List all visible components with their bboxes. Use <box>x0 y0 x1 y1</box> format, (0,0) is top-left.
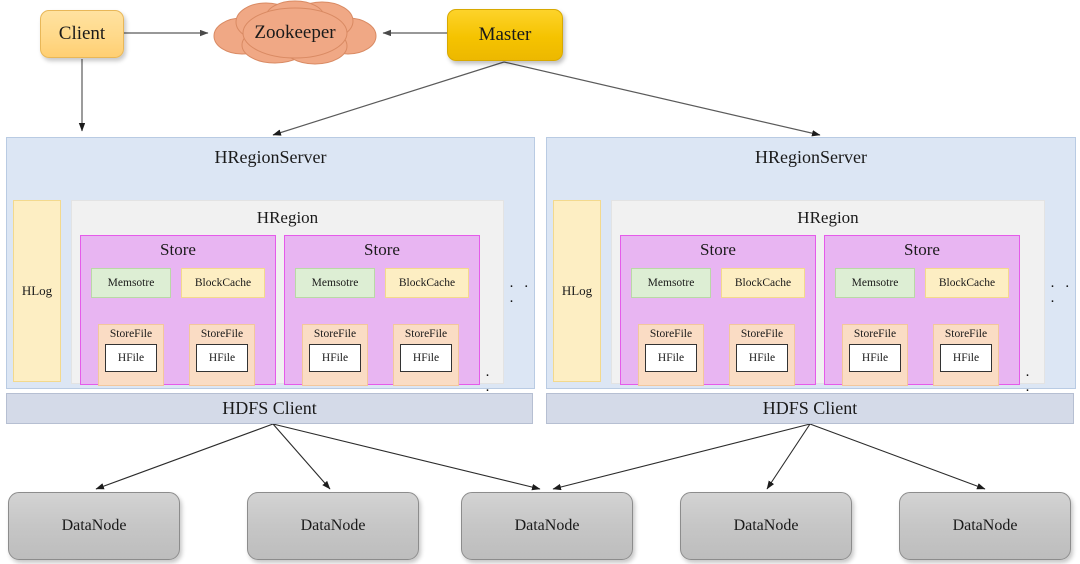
store-1-storefile-1[interactable]: StoreFile HFile <box>98 324 164 386</box>
zookeeper-node[interactable]: Zookeeper <box>200 0 390 66</box>
store-1-blockcache[interactable]: BlockCache <box>181 268 265 298</box>
wire-hdfs1-to-datanode-3 <box>272 423 541 491</box>
wire-hdfs2-to-datanode-4 <box>766 423 811 490</box>
blockcache-label: BlockCache <box>938 277 996 289</box>
wire-hdfs2-to-datanode-5 <box>809 423 986 490</box>
store-1-storefile-2[interactable]: StoreFile HFile <box>189 324 255 386</box>
store-3-memstore[interactable]: Memsotre <box>631 268 711 298</box>
region-server-2[interactable]: HRegionServer HLog HRegion Store Memsotr… <box>546 137 1076 414</box>
wire-hdfs1-to-datanode-1 <box>95 423 274 490</box>
hfile-label: HFile <box>861 352 889 364</box>
cloud-shape-icon <box>213 0 377 65</box>
hfile-label: HFile <box>208 352 236 364</box>
store-4-title: Store <box>904 240 940 259</box>
blockcache-label: BlockCache <box>734 277 792 289</box>
blockcache-label: BlockCache <box>194 277 252 289</box>
region-server-1-title: HRegionServer <box>214 147 327 167</box>
hregion-title: HRegion <box>797 208 859 227</box>
store-3-storefile-1[interactable]: StoreFile HFile <box>638 324 704 386</box>
region-server-1-hlog[interactable]: HLog <box>13 200 61 382</box>
wire-hdfs2-to-datanode-3 <box>552 423 811 491</box>
storefile-label: StoreFile <box>649 328 693 340</box>
region-server-1[interactable]: HRegionServer HLog HRegion Store Memsotr… <box>6 137 535 414</box>
zookeeper-label: Zookeeper <box>254 22 336 43</box>
store-4-storefile-1[interactable]: StoreFile HFile <box>842 324 908 386</box>
memstore-label: Memsotre <box>851 277 899 289</box>
datanode-3[interactable]: DataNode <box>461 492 633 560</box>
wire-master-to-regionserver-1 <box>272 61 505 136</box>
wire-master-to-regionserver-2 <box>503 61 821 137</box>
storefile-label: StoreFile <box>313 328 357 340</box>
hfile-label: HFile <box>748 352 776 364</box>
datanode-label: DataNode <box>300 517 366 534</box>
store-3-hfile-2[interactable]: HFile <box>736 344 788 372</box>
store-3[interactable]: Store Memsotre BlockCache StoreFile HFil… <box>620 235 816 386</box>
hlog-label: HLog <box>21 283 53 298</box>
store-3-hfile-1[interactable]: HFile <box>645 344 697 372</box>
hdfs-client-2-label: HDFS Client <box>762 398 858 418</box>
memstore-label: Memsotre <box>107 277 155 289</box>
store-2[interactable]: Store Memsotre BlockCache StoreFile HFil… <box>284 235 480 386</box>
datanode-2[interactable]: DataNode <box>247 492 419 560</box>
hfile-label: HFile <box>657 352 685 364</box>
store-2-blockcache[interactable]: BlockCache <box>385 268 469 298</box>
store-2-title: Store <box>364 240 400 259</box>
datanode-5[interactable]: DataNode <box>899 492 1071 560</box>
datanode-4[interactable]: DataNode <box>680 492 852 560</box>
store-2-hfile-1[interactable]: HFile <box>309 344 361 372</box>
hfile-label: HFile <box>117 352 145 364</box>
master-node[interactable]: Master <box>447 9 563 61</box>
master-label: Master <box>478 24 532 45</box>
datanode-label: DataNode <box>514 517 580 534</box>
hregion-title: HRegion <box>256 208 319 227</box>
region-server-1-hregion[interactable]: HRegion Store Memsotre BlockCache StoreF… <box>71 200 504 414</box>
hdfs-client-1[interactable]: HDFS Client <box>6 393 533 424</box>
store-3-title: Store <box>700 240 736 259</box>
more-regions-ellipsis-1: · · · <box>509 279 532 310</box>
store-4-memstore[interactable]: Memsotre <box>835 268 915 298</box>
storefile-label: StoreFile <box>404 328 448 340</box>
hdfs-client-2[interactable]: HDFS Client <box>546 393 1074 424</box>
hlog-label: HLog <box>561 283 593 298</box>
store-4-hfile-2[interactable]: HFile <box>940 344 992 372</box>
memstore-label: Memsotre <box>311 277 359 289</box>
storefile-label: StoreFile <box>740 328 784 340</box>
store-1-hfile-2[interactable]: HFile <box>196 344 248 372</box>
store-2-storefile-2[interactable]: StoreFile HFile <box>393 324 459 386</box>
store-4-storefile-2[interactable]: StoreFile HFile <box>933 324 999 386</box>
memstore-label: Memsotre <box>647 277 695 289</box>
storefile-label: StoreFile <box>853 328 897 340</box>
hdfs-client-1-label: HDFS Client <box>222 398 317 418</box>
blockcache-label: BlockCache <box>398 277 456 289</box>
datanode-label: DataNode <box>61 517 127 534</box>
storefile-label: StoreFile <box>944 328 988 340</box>
client-node[interactable]: Client <box>40 10 124 58</box>
store-4[interactable]: Store Memsotre BlockCache StoreFile HFil… <box>824 235 1020 386</box>
store-3-blockcache[interactable]: BlockCache <box>721 268 805 298</box>
more-regions-ellipsis-2: · · · <box>1050 279 1073 310</box>
store-4-blockcache[interactable]: BlockCache <box>925 268 1009 298</box>
store-2-storefile-1[interactable]: StoreFile HFile <box>302 324 368 386</box>
region-server-2-hlog[interactable]: HLog <box>553 200 601 382</box>
hfile-label: HFile <box>952 352 980 364</box>
datanode-1[interactable]: DataNode <box>8 492 180 560</box>
hfile-label: HFile <box>412 352 440 364</box>
store-2-hfile-2[interactable]: HFile <box>400 344 452 372</box>
datanode-label: DataNode <box>733 517 799 534</box>
store-1[interactable]: Store Memsotre BlockCache StoreFile HFil… <box>80 235 276 386</box>
store-3-storefile-2[interactable]: StoreFile HFile <box>729 324 795 386</box>
hfile-label: HFile <box>321 352 349 364</box>
store-1-title: Store <box>160 240 196 259</box>
client-label: Client <box>58 23 106 44</box>
store-1-memstore[interactable]: Memsotre <box>91 268 171 298</box>
storefile-label: StoreFile <box>109 328 153 340</box>
region-server-2-title: HRegionServer <box>755 147 867 167</box>
store-2-memstore[interactable]: Memsotre <box>295 268 375 298</box>
datanode-label: DataNode <box>952 517 1018 534</box>
region-server-2-hregion[interactable]: HRegion Store Memsotre BlockCache StoreF… <box>611 200 1045 414</box>
store-1-hfile-1[interactable]: HFile <box>105 344 157 372</box>
wire-hdfs1-to-datanode-2 <box>272 423 331 490</box>
storefile-label: StoreFile <box>200 328 244 340</box>
store-4-hfile-1[interactable]: HFile <box>849 344 901 372</box>
